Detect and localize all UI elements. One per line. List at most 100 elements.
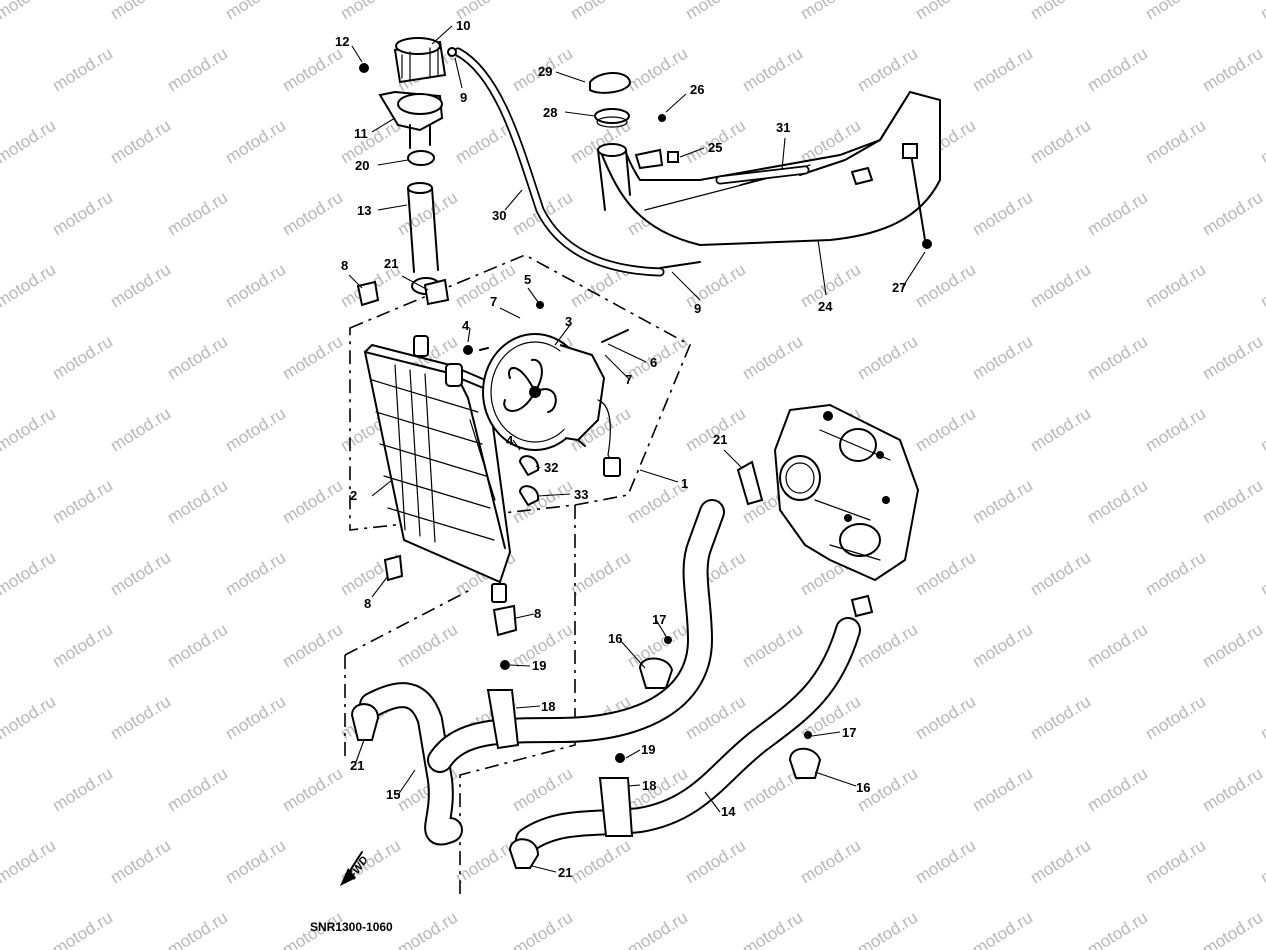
watermark-text: motod.ru bbox=[1084, 908, 1151, 950]
watermark-text: motod.ru bbox=[49, 476, 116, 528]
watermark-text: motod.ru bbox=[222, 836, 289, 888]
reservoir-tank bbox=[589, 72, 941, 249]
callout-9-upper: 9 bbox=[460, 90, 467, 105]
watermark-text: motod.ru bbox=[49, 332, 116, 384]
watermark-text: motod.ru bbox=[1027, 548, 1094, 600]
watermark-text: motod.ru bbox=[394, 188, 461, 240]
callout-10: 10 bbox=[456, 18, 470, 33]
callout-6: 6 bbox=[650, 355, 657, 370]
watermark-text: motod.ru bbox=[107, 404, 174, 456]
watermark-text: motod.ru bbox=[1199, 44, 1266, 96]
callout-20: 20 bbox=[355, 158, 369, 173]
watermark-text: motod.ru bbox=[49, 908, 116, 950]
watermark-text: motod.ru bbox=[912, 260, 979, 312]
watermark-text: motod.ru bbox=[279, 620, 346, 672]
callout-13: 13 bbox=[357, 203, 371, 218]
callout-4-upper: 4 bbox=[462, 318, 470, 333]
watermark-text: motod.ru bbox=[279, 476, 346, 528]
callout-29: 29 bbox=[538, 64, 552, 79]
watermark-text: motod.ru bbox=[0, 260, 59, 312]
watermark-text: motod.ru bbox=[0, 332, 1, 384]
watermark-text: motod.ru bbox=[1199, 764, 1266, 816]
watermark-text: motod.ru bbox=[107, 116, 174, 168]
watermark-text: motod.ru bbox=[1257, 260, 1266, 312]
watermark-text: motod.ru bbox=[279, 332, 346, 384]
watermark-text: motod.ru bbox=[164, 620, 231, 672]
callout-16-upper: 16 bbox=[608, 631, 622, 646]
watermark-text: motod.ru bbox=[1199, 476, 1266, 528]
watermark-text: motod.ru bbox=[969, 44, 1036, 96]
watermark-text: motod.ru bbox=[0, 692, 59, 744]
watermark-text: motod.ru bbox=[509, 476, 576, 528]
watermark-text: motod.ru bbox=[1199, 620, 1266, 672]
breather-hose bbox=[715, 165, 810, 185]
watermark-text: motod.ru bbox=[797, 836, 864, 888]
watermark-text: motod.ru bbox=[1027, 692, 1094, 744]
watermark-text: motod.ru bbox=[1084, 44, 1151, 96]
watermark-text: motod.ru bbox=[164, 764, 231, 816]
watermark-text: motod.ru bbox=[1257, 0, 1266, 23]
watermark-text: motod.ru bbox=[682, 692, 749, 744]
watermark-text: motod.ru bbox=[0, 548, 59, 600]
watermark-text: motod.ru bbox=[49, 188, 116, 240]
watermark-text: motod.ru bbox=[1027, 836, 1094, 888]
watermark-text: motod.ru bbox=[1142, 404, 1209, 456]
leader-lines bbox=[348, 25, 926, 873]
watermark-text: motod.ru bbox=[452, 836, 519, 888]
watermark-text: motod.ru bbox=[509, 908, 576, 950]
watermark-text: motod.ru bbox=[164, 908, 231, 950]
callout-21-bottom: 21 bbox=[558, 865, 572, 880]
watermark-text: motod.ru bbox=[739, 44, 806, 96]
watermark-text: motod.ru bbox=[969, 188, 1036, 240]
watermark-text: motod.ru bbox=[164, 188, 231, 240]
callout-28: 28 bbox=[543, 105, 557, 120]
watermark-text: motod.ru bbox=[0, 44, 1, 96]
overflow-hose bbox=[447, 47, 701, 277]
watermark-text: motod.ru bbox=[739, 332, 806, 384]
watermark-text: motod.ru bbox=[624, 908, 691, 950]
watermark-text: motod.ru bbox=[567, 0, 634, 23]
watermark-text: motod.ru bbox=[49, 620, 116, 672]
callout-labels: 10 12 9 11 20 13 30 29 28 26 25 31 27 24… bbox=[335, 18, 906, 880]
watermark-text: motod.ru bbox=[107, 260, 174, 312]
watermark-text: motod.ru bbox=[279, 44, 346, 96]
watermark-text: motod.ru bbox=[912, 404, 979, 456]
watermark-text: motod.ru bbox=[222, 404, 289, 456]
watermark-text: motod.ru bbox=[1084, 476, 1151, 528]
watermark-text: motod.ru bbox=[969, 476, 1036, 528]
watermark-text: motod.ru bbox=[1257, 836, 1266, 888]
callout-18-lower: 18 bbox=[642, 778, 656, 793]
watermark-text: motod.ru bbox=[739, 908, 806, 950]
callout-19-upper: 19 bbox=[532, 658, 546, 673]
callout-32: 32 bbox=[544, 460, 558, 475]
watermark-text: motod.ru bbox=[854, 332, 921, 384]
watermark-text: motod.ru bbox=[624, 44, 691, 96]
watermark-text: motod.ru bbox=[567, 548, 634, 600]
grommets bbox=[356, 280, 629, 637]
watermark-text: motod.ru bbox=[107, 548, 174, 600]
watermark-text: motod.ru bbox=[0, 116, 59, 168]
radiator bbox=[363, 335, 512, 603]
watermark-text: motod.ru bbox=[107, 836, 174, 888]
watermark-text: motod.ru bbox=[0, 404, 59, 456]
callout-26: 26 bbox=[690, 82, 704, 97]
callout-27: 27 bbox=[892, 280, 906, 295]
watermark-text: motod.ru bbox=[1084, 764, 1151, 816]
drawing-code: SNR1300-1060 bbox=[310, 920, 393, 934]
watermark-text: motod.ru bbox=[337, 116, 404, 168]
watermark-text: motod.ru bbox=[1027, 0, 1094, 23]
watermark-text: motod.ru bbox=[1257, 116, 1266, 168]
watermark-text: motod.ru bbox=[1084, 188, 1151, 240]
callout-8-bottom: 8 bbox=[534, 606, 541, 621]
callout-17-upper: 17 bbox=[652, 612, 666, 627]
watermark-text: motod.ru bbox=[394, 908, 461, 950]
hose-clamps bbox=[350, 278, 874, 869]
watermark-text: motod.ru bbox=[912, 0, 979, 23]
watermark-text: motod.ru bbox=[682, 0, 749, 23]
callout-21-left: 21 bbox=[350, 758, 364, 773]
callout-11: 11 bbox=[354, 126, 368, 141]
watermark-text: motod.ru bbox=[164, 44, 231, 96]
callout-19-lower: 19 bbox=[641, 742, 655, 757]
